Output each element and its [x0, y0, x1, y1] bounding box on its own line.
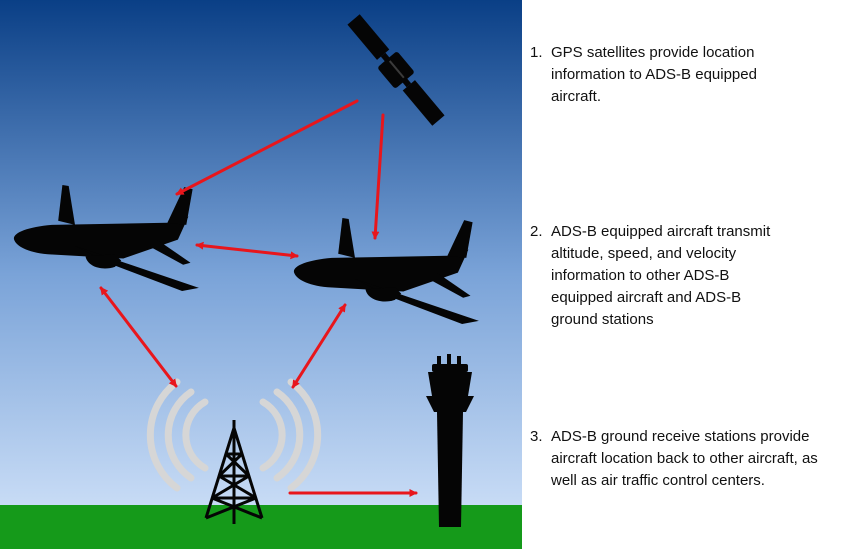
- step-2-line: equipped aircraft and ADS-B: [551, 289, 742, 306]
- step-3-number: 3.: [530, 428, 543, 445]
- step-2-number: 2.: [530, 223, 543, 240]
- arrow-right-aircraft-ground-station: [291, 303, 347, 389]
- step-1: 1. GPS satellites provide location infor…: [530, 42, 855, 108]
- arrow-satellite-to-right-aircraft: [371, 113, 385, 240]
- step-1-line: information to ADS-B equipped: [551, 66, 757, 83]
- step-1-line: GPS satellites provide location: [551, 44, 755, 61]
- aircraft-right-icon: [293, 218, 479, 325]
- aircraft-left-icon: [13, 185, 199, 292]
- step-3-line: well as air traffic control centers.: [551, 472, 765, 489]
- arrow-satellite-to-left-aircraft: [175, 99, 359, 196]
- step-1-number: 1.: [530, 44, 543, 61]
- step-2-line: altitude, speed, and velocity: [551, 245, 737, 262]
- step-2-text: ADS-B equipped aircraft transmit altitud…: [551, 221, 855, 331]
- arrow-aircraft-to-aircraft: [195, 241, 299, 260]
- control-tower-icon: [426, 354, 474, 527]
- step-3-line: ADS-B ground receive stations provide: [551, 428, 810, 445]
- arrow-left-aircraft-ground-station: [99, 286, 178, 388]
- signal-arrows: [99, 99, 418, 497]
- step-3-line: aircraft location back to other aircraft…: [551, 450, 818, 467]
- radio-tower-icon: [204, 420, 264, 524]
- step-3-text: ADS-B ground receive stations provide ai…: [551, 426, 855, 492]
- step-3: 3. ADS-B ground receive stations provide…: [530, 426, 855, 492]
- step-2: 2. ADS-B equipped aircraft transmit alti…: [530, 221, 855, 331]
- step-1-text: GPS satellites provide location informat…: [551, 42, 855, 108]
- satellite-icon: [347, 14, 445, 126]
- steps-list: 1. GPS satellites provide location infor…: [530, 0, 860, 549]
- step-1-line: aircraft.: [551, 88, 602, 105]
- step-2-line: ground stations: [551, 311, 654, 328]
- step-2-line: information to other ADS-B: [551, 267, 730, 284]
- step-2-line: ADS-B equipped aircraft transmit: [551, 223, 771, 240]
- radio-waves: [146, 378, 322, 492]
- ads-b-scene: [0, 0, 522, 549]
